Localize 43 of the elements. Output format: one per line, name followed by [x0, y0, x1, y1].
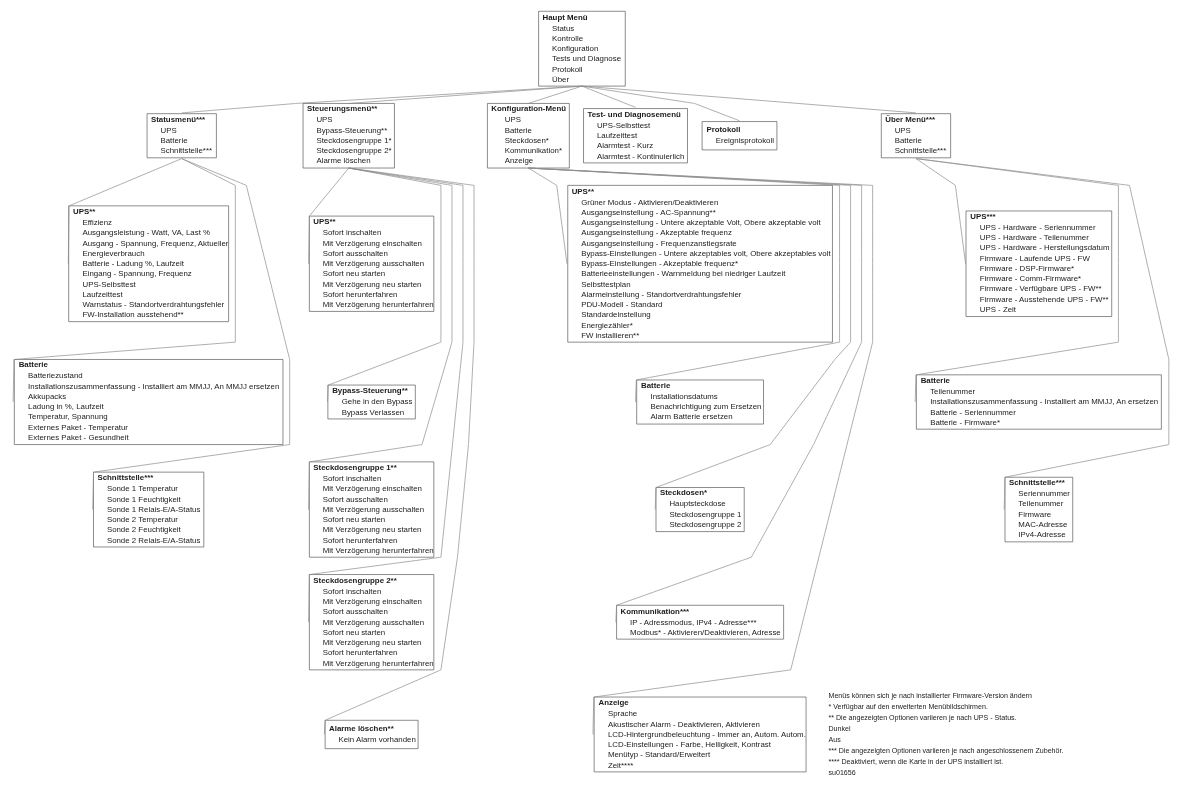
connector	[581, 85, 917, 114]
connector	[915, 158, 966, 265]
node-box: Steckdosengruppe 2** Sofort inschalten Mit Verzögerung einschalten Sofort ausschalten Mit Verzögerung ausschalten Sofort neu starten Mit Verzögerung neu starten Sofort herunterfahren Mit Verzögerung herunterfahren	[309, 574, 435, 671]
node-box: UPS*** UPS - Hardware - Seriennummer UPS - Hardware - Teilenummer UPS - Hardware - Herstellungsdatum Firmware - Laufende UPS - FW Firmware - DSP-Firmware* Firmware - Comm-Firmware* Firmware - Verfügbare UPS - FW** Firmware - Ausstehende UPS - FW** UPS - Zeit	[965, 210, 1113, 317]
connector	[181, 85, 583, 114]
connector	[92, 158, 291, 510]
connector	[327, 167, 442, 403]
connector	[12, 158, 236, 403]
node-box: Alarme löschen** Kein Alarm vorhanden	[324, 719, 419, 749]
node-box: Batterie Teilenummer Installationszusammenfassung - Installiert am MMJJ, An ersetzen Batterie - Seriennummer Batterie - Firmware*	[916, 374, 1162, 430]
node-box: Anzeige Sprache Akustischer Alarm - Deaktivieren, Aktivieren LCD-Hintergrundbeleuchtung - Immer an, Autom. Autom. LCD-Einstellungen - Farbe, Helligkeit, Kontrast Menütyp - Standard/Erweitert Zeit****	[593, 696, 807, 773]
connector	[528, 167, 862, 623]
node-box: Batterie Installationsdatums Benachrichtigung zum Ersetzen Alarm Batterie ersetzen	[636, 379, 764, 425]
connector	[915, 158, 1170, 510]
node-box: Steckdosengruppe 1** Sofort inschalten Mit Verzögerung einschalten Sofort ausschalten Mit Verzögerung ausschalten Sofort neu starten Mit Verzögerung neu starten Sofort herunterfahren Mit Verzögerung herunterfahren	[309, 461, 435, 558]
node-box: UPS** Grüner Modus - Aktivieren/Deaktivieren Ausgangseinstellung - AC-Spannung** Ausgangseinstellung - Untere akzeptable Volt, Obere akzeptable volt Ausgangseinstellung - Akzeptable frequenz Ausgangseinstellung - Frequenzanstiegsrate Bypass-Einstellungen - Untere akzeptables volt, Obere akzeptables volt Bypass-Einstellungen - Akzeptable frequenz* Batterieeinstellungen - Warnmeldung bei niedriger Laufzeit Selbsttestplan Alarmeinstellung - Standortverdrahtungsfehler PDU-Modell - Standard Standardeinstellung Energiezähler* FW installieren**	[567, 185, 833, 343]
node-box: Batterie Batteriezustand Installationszusammenfassung - Installiert am MMJJ, An MMJJ ersetzen Akkupacks Ladung in %, Laufzeit Temperatur, Spannung Externes Paket - Temperatur Externes Paket - Gesundheit	[14, 359, 284, 445]
connector	[914, 158, 1119, 403]
node-box: Haupt Menü Status Kontrolle Konfiguration Tests und Diagnose Protokoll Über	[538, 10, 626, 87]
node-box: UPS** Sofort inschalten Mit Verzögerung einschalten Sofort ausschalten Mit Verzögerung ausschalten Sofort neu starten Mit Verzögerung neu starten Sofort herunterfahren Mit Verzögerung herunterfahren	[309, 215, 435, 312]
node-box: Kommunikation*** IP - Adressmodus, IPv4 - Adresse*** Modbus* - Aktivieren/Deaktivieren, Adresse	[616, 604, 784, 640]
node-box: UPS** Effizienz Ausgangsleistung - Watt, VA, Last % Ausgang - Spannung, Frequenz, Aktueller Energieverbrauch Batterie - Ladung %, Laufzeit Eingang - Spannung, Frequenz UPS-Selbsttest Laufzeittest Warnstatus - Standortverdrahtungsfehler FW-Installation ausstehend**	[68, 205, 229, 322]
node-box: Schnittstelle*** Sonde 1 Temperatur Sonde 1 Feuchtigkeit Sonde 1 Relais-E/A-Status Sonde 2 Temperatur Sonde 2 Feuchtigkeit Sonde 2 Relais-E/A-Status	[93, 471, 205, 548]
connector	[581, 85, 636, 108]
connector	[528, 167, 873, 735]
node-box: Statusmenü*** UPS Batterie Schnittstelle***	[146, 113, 217, 159]
connector	[528, 85, 583, 104]
node-box: Test- und Diagnosemenü UPS-Selbsttest Laufzeittest Alarmtest - Kurz Alarmtest - Kontinuierlich	[583, 108, 688, 164]
connector	[67, 158, 183, 265]
node-box: Schnittstelle*** Seriennummer Teilenummer Firmware MAC-Adresse IPv4-Adresse	[1004, 476, 1074, 543]
connector	[323, 167, 475, 735]
connector	[528, 167, 840, 403]
connector	[308, 167, 350, 265]
node-box: Bypass-Steuerung** Gehe in den Bypass Bypass Verlassen	[327, 384, 416, 420]
node-box: Protokoll Ereignisprotokoll	[701, 121, 778, 151]
node-box: Konfiguration-Menü UPS Batterie Steckdosen* Kommunikation* Anzeige	[487, 103, 570, 169]
connector	[528, 167, 851, 510]
node-box: Über Menü*** UPS Batterie Schnittstelle***	[881, 113, 951, 159]
connector	[528, 167, 568, 265]
connector	[348, 85, 583, 104]
node-box: Steckdosen* Hauptsteckdose Steckdosengruppe 1 Steckdosengruppe 2	[655, 487, 745, 532]
connector	[581, 85, 740, 122]
node-box: Steuerungsmenü** UPS Bypass-Steuerung** Steckdosengruppe 1* Steckdosengruppe 2* Alarme löschen	[302, 103, 395, 169]
